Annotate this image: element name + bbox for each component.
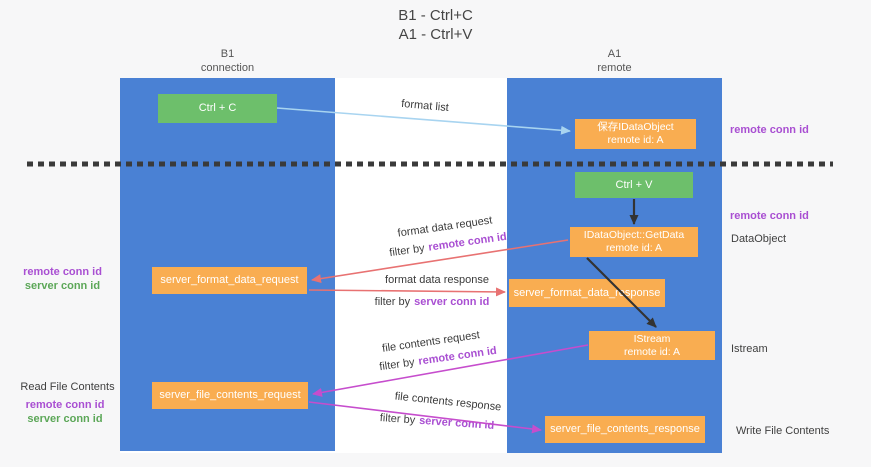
- node-istream: IStream remote id: A: [589, 331, 715, 360]
- node-server-format-data-response: server_format_data_response: [509, 279, 665, 307]
- side-label-istream: Istream: [731, 343, 768, 355]
- node-istream-line2: remote id: A: [623, 345, 681, 358]
- side-label-read-file-contents: Read File Contents: [20, 381, 115, 393]
- node-getdata-line2: remote id: A: [605, 242, 663, 254]
- flow-label-format-data-response: format data response: [385, 274, 489, 286]
- node-save-idataobject-line1: 保存IDataObject: [597, 121, 674, 133]
- node-server-file-contents-response: server_file_contents_response: [545, 416, 705, 443]
- side-label-left-remote-conn-id-1: remote conn id: [23, 266, 102, 278]
- node-server-format-data-request: server_format_data_request: [152, 267, 307, 294]
- side-label-left-server-conn-id-1: server conn id: [24, 280, 101, 292]
- side-label-left-server-conn-id-2: server conn id: [27, 413, 103, 425]
- node-server-file-contents-response-label: server_file_contents_response: [550, 423, 700, 435]
- side-label-remote-conn-id-top: remote conn id: [730, 124, 809, 136]
- node-ctrl-v: Ctrl + V: [575, 172, 693, 198]
- filter-by-text: filter by: [374, 296, 411, 308]
- node-ctrl-c-label: Ctrl + C: [198, 102, 237, 114]
- column-header-b1: B1 connection: [120, 47, 335, 75]
- side-label-remote-conn-id-mid: remote conn id: [730, 210, 809, 222]
- node-server-file-contents-request-label: server_file_contents_request: [159, 389, 301, 401]
- title-line-2: A1 - Ctrl+V: [398, 26, 473, 43]
- node-server-format-data-response-label: server_format_data_response: [513, 286, 661, 299]
- column-a1-name: A1: [607, 48, 622, 60]
- node-server-file-contents-request: server_file_contents_request: [152, 382, 308, 409]
- node-istream-line1: IStream: [633, 332, 671, 345]
- node-ctrl-c: Ctrl + C: [158, 94, 277, 123]
- node-save-idataobject: 保存IDataObject remote id: A: [575, 119, 696, 149]
- node-server-format-data-request-label: server_format_data_request: [160, 274, 299, 286]
- title-line-1: B1 - Ctrl+C: [398, 7, 473, 24]
- diagram-title: B1 - Ctrl+C A1 - Ctrl+V: [0, 6, 871, 44]
- node-getdata-line1: IDataObject::GetData: [583, 229, 685, 241]
- node-idataobject-getdata: IDataObject::GetData remote id: A: [570, 227, 698, 257]
- node-ctrl-v-label: Ctrl + V: [615, 178, 653, 191]
- column-header-a1: A1 remote: [507, 47, 722, 75]
- filter-key-server-conn-id: server conn id: [414, 296, 490, 308]
- side-label-write-file-contents: Write File Contents: [736, 425, 830, 437]
- column-a1-role: remote: [597, 62, 632, 74]
- column-b1-name: B1: [220, 48, 235, 60]
- node-save-idataobject-line2: remote id: A: [607, 134, 664, 146]
- column-b1-role: connection: [200, 62, 255, 74]
- side-label-left-remote-conn-id-2: remote conn id: [25, 399, 105, 411]
- side-label-dataobject: DataObject: [731, 233, 787, 245]
- filter-by-text: filter by: [379, 412, 416, 427]
